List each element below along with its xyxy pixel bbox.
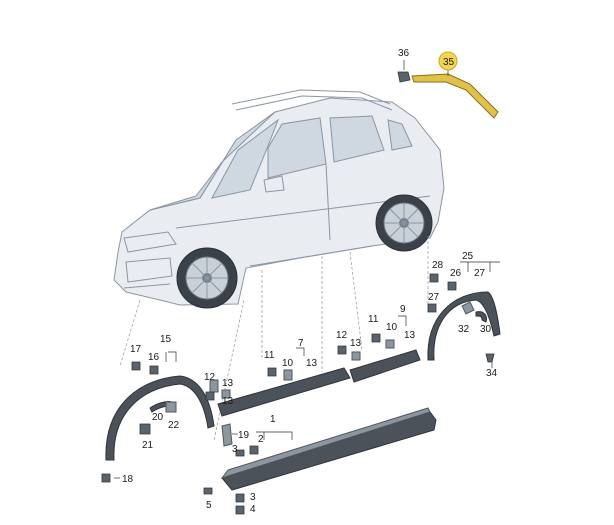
- label-1: 1: [270, 414, 276, 425]
- front-wheel-arch-trim: [105, 375, 215, 461]
- callout-35: [438, 51, 458, 71]
- label-27: 27: [428, 292, 440, 303]
- label-7: 7: [298, 338, 304, 349]
- label-15: 15: [160, 334, 172, 345]
- label-16: 16: [148, 352, 160, 363]
- label-3-bottom: 3: [250, 492, 256, 503]
- label-13-arch: 13: [222, 378, 234, 389]
- leader-lines: [114, 60, 500, 479]
- label-36: 36: [398, 48, 410, 59]
- label-13-rear: 13: [404, 330, 416, 341]
- label-19: 19: [238, 430, 250, 441]
- label-5: 5: [206, 500, 212, 511]
- label-26: 26: [450, 268, 462, 279]
- label-4: 4: [250, 504, 256, 515]
- label-34: 34: [486, 368, 498, 379]
- label-32: 32: [458, 324, 470, 335]
- label-20: 20: [152, 412, 164, 423]
- label-12-arch: 12: [204, 372, 216, 383]
- label-27-top: 27: [474, 268, 486, 279]
- side-sill-trim: [203, 407, 437, 515]
- car-illustration: [113, 89, 445, 309]
- rear-door-trim: [337, 333, 421, 383]
- label-21: 21: [142, 440, 154, 451]
- front-door-trim: [217, 367, 351, 417]
- label-25: 25: [462, 251, 474, 262]
- label-30: 30: [480, 324, 492, 335]
- front-small-parts: [101, 361, 231, 483]
- label-10-front: 10: [282, 358, 294, 369]
- guide-lines: [119, 236, 429, 441]
- label-17: 17: [130, 344, 142, 355]
- label-22: 22: [168, 420, 180, 431]
- label-13-arch2: 13: [222, 396, 234, 407]
- rear-wheel-arch-trim: [427, 291, 501, 361]
- label-3-top: 3: [232, 444, 238, 455]
- label-35: 35: [443, 57, 455, 68]
- label-18: 18: [122, 474, 134, 485]
- label-11-front: 11: [264, 350, 275, 361]
- part-labels: 35 36 25 28 26 27 27 32 30 34 9 11 10 13…: [122, 48, 498, 515]
- label-2: 2: [258, 434, 264, 445]
- part-35-roof-trim: [411, 73, 499, 119]
- rear-small-parts: [427, 273, 495, 363]
- label-9: 9: [400, 304, 406, 315]
- label-13-front: 13: [306, 358, 318, 369]
- part-36-clip: [397, 71, 411, 83]
- label-11-rear: 11: [368, 314, 379, 325]
- label-10-rear: 10: [386, 322, 398, 333]
- label-12-door: 12: [336, 330, 348, 341]
- label-28: 28: [432, 260, 444, 271]
- label-13-door: 13: [350, 338, 362, 349]
